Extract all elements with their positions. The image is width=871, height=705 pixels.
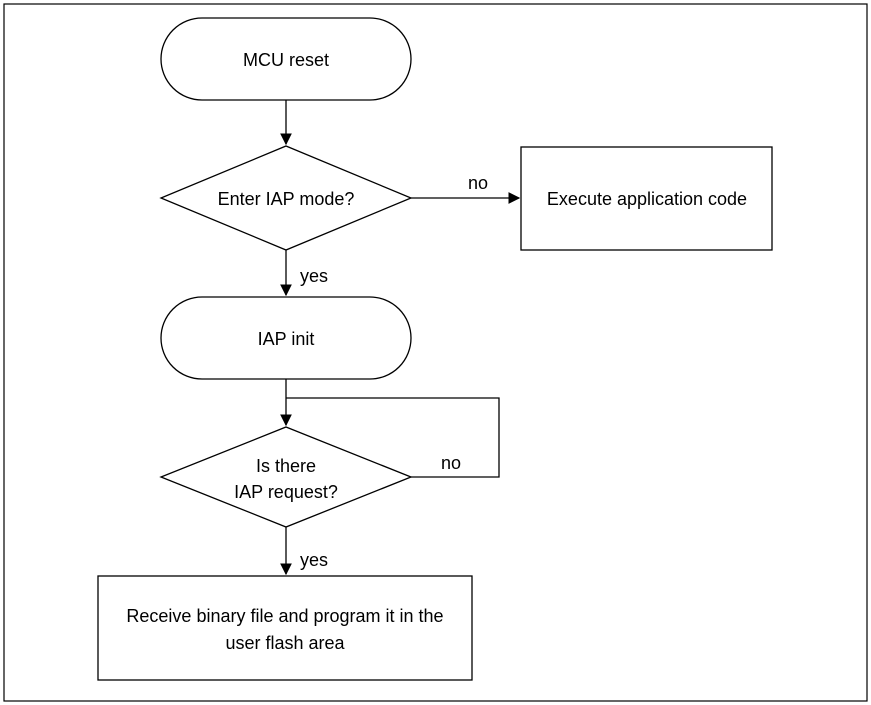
edge-label-enter-iap-no: no: [468, 173, 488, 193]
edge-label-enter-iap-yes: yes: [300, 266, 328, 286]
process-shape: [520, 146, 773, 251]
node-enter-iap-decision: Enter IAP mode?: [159, 145, 413, 251]
node-label-mcu-reset: MCU reset: [243, 50, 329, 70]
edge-label-iap-request-yes: yes: [300, 550, 328, 570]
node-mcu-reset: MCU reset: [160, 17, 412, 101]
figure-border: [3, 3, 868, 702]
node-iap-request-decision: Is there IAP request?: [159, 426, 413, 528]
node-label-receive-line1: Receive binary file and program it in th…: [126, 606, 443, 626]
node-label-enter-iap: Enter IAP mode?: [218, 189, 355, 209]
node-receive-binary: Receive binary file and program it in th…: [97, 575, 473, 681]
node-label-execute-application: Execute application code: [547, 189, 747, 209]
edge-label-iap-request-no: no: [441, 453, 461, 473]
node-label-iap-request-line2: IAP request?: [234, 482, 338, 502]
node-label-iap-init: IAP init: [258, 329, 315, 349]
edge-iap-request-no-loop: [286, 397, 500, 478]
node-iap-init: IAP init: [160, 296, 412, 380]
node-label-iap-request-line1: Is there: [256, 456, 316, 476]
node-execute-application: Execute application code: [520, 146, 773, 251]
decision-shape: [159, 426, 413, 528]
process-shape: [97, 575, 473, 681]
node-label-receive-line2: user flash area: [225, 633, 345, 653]
